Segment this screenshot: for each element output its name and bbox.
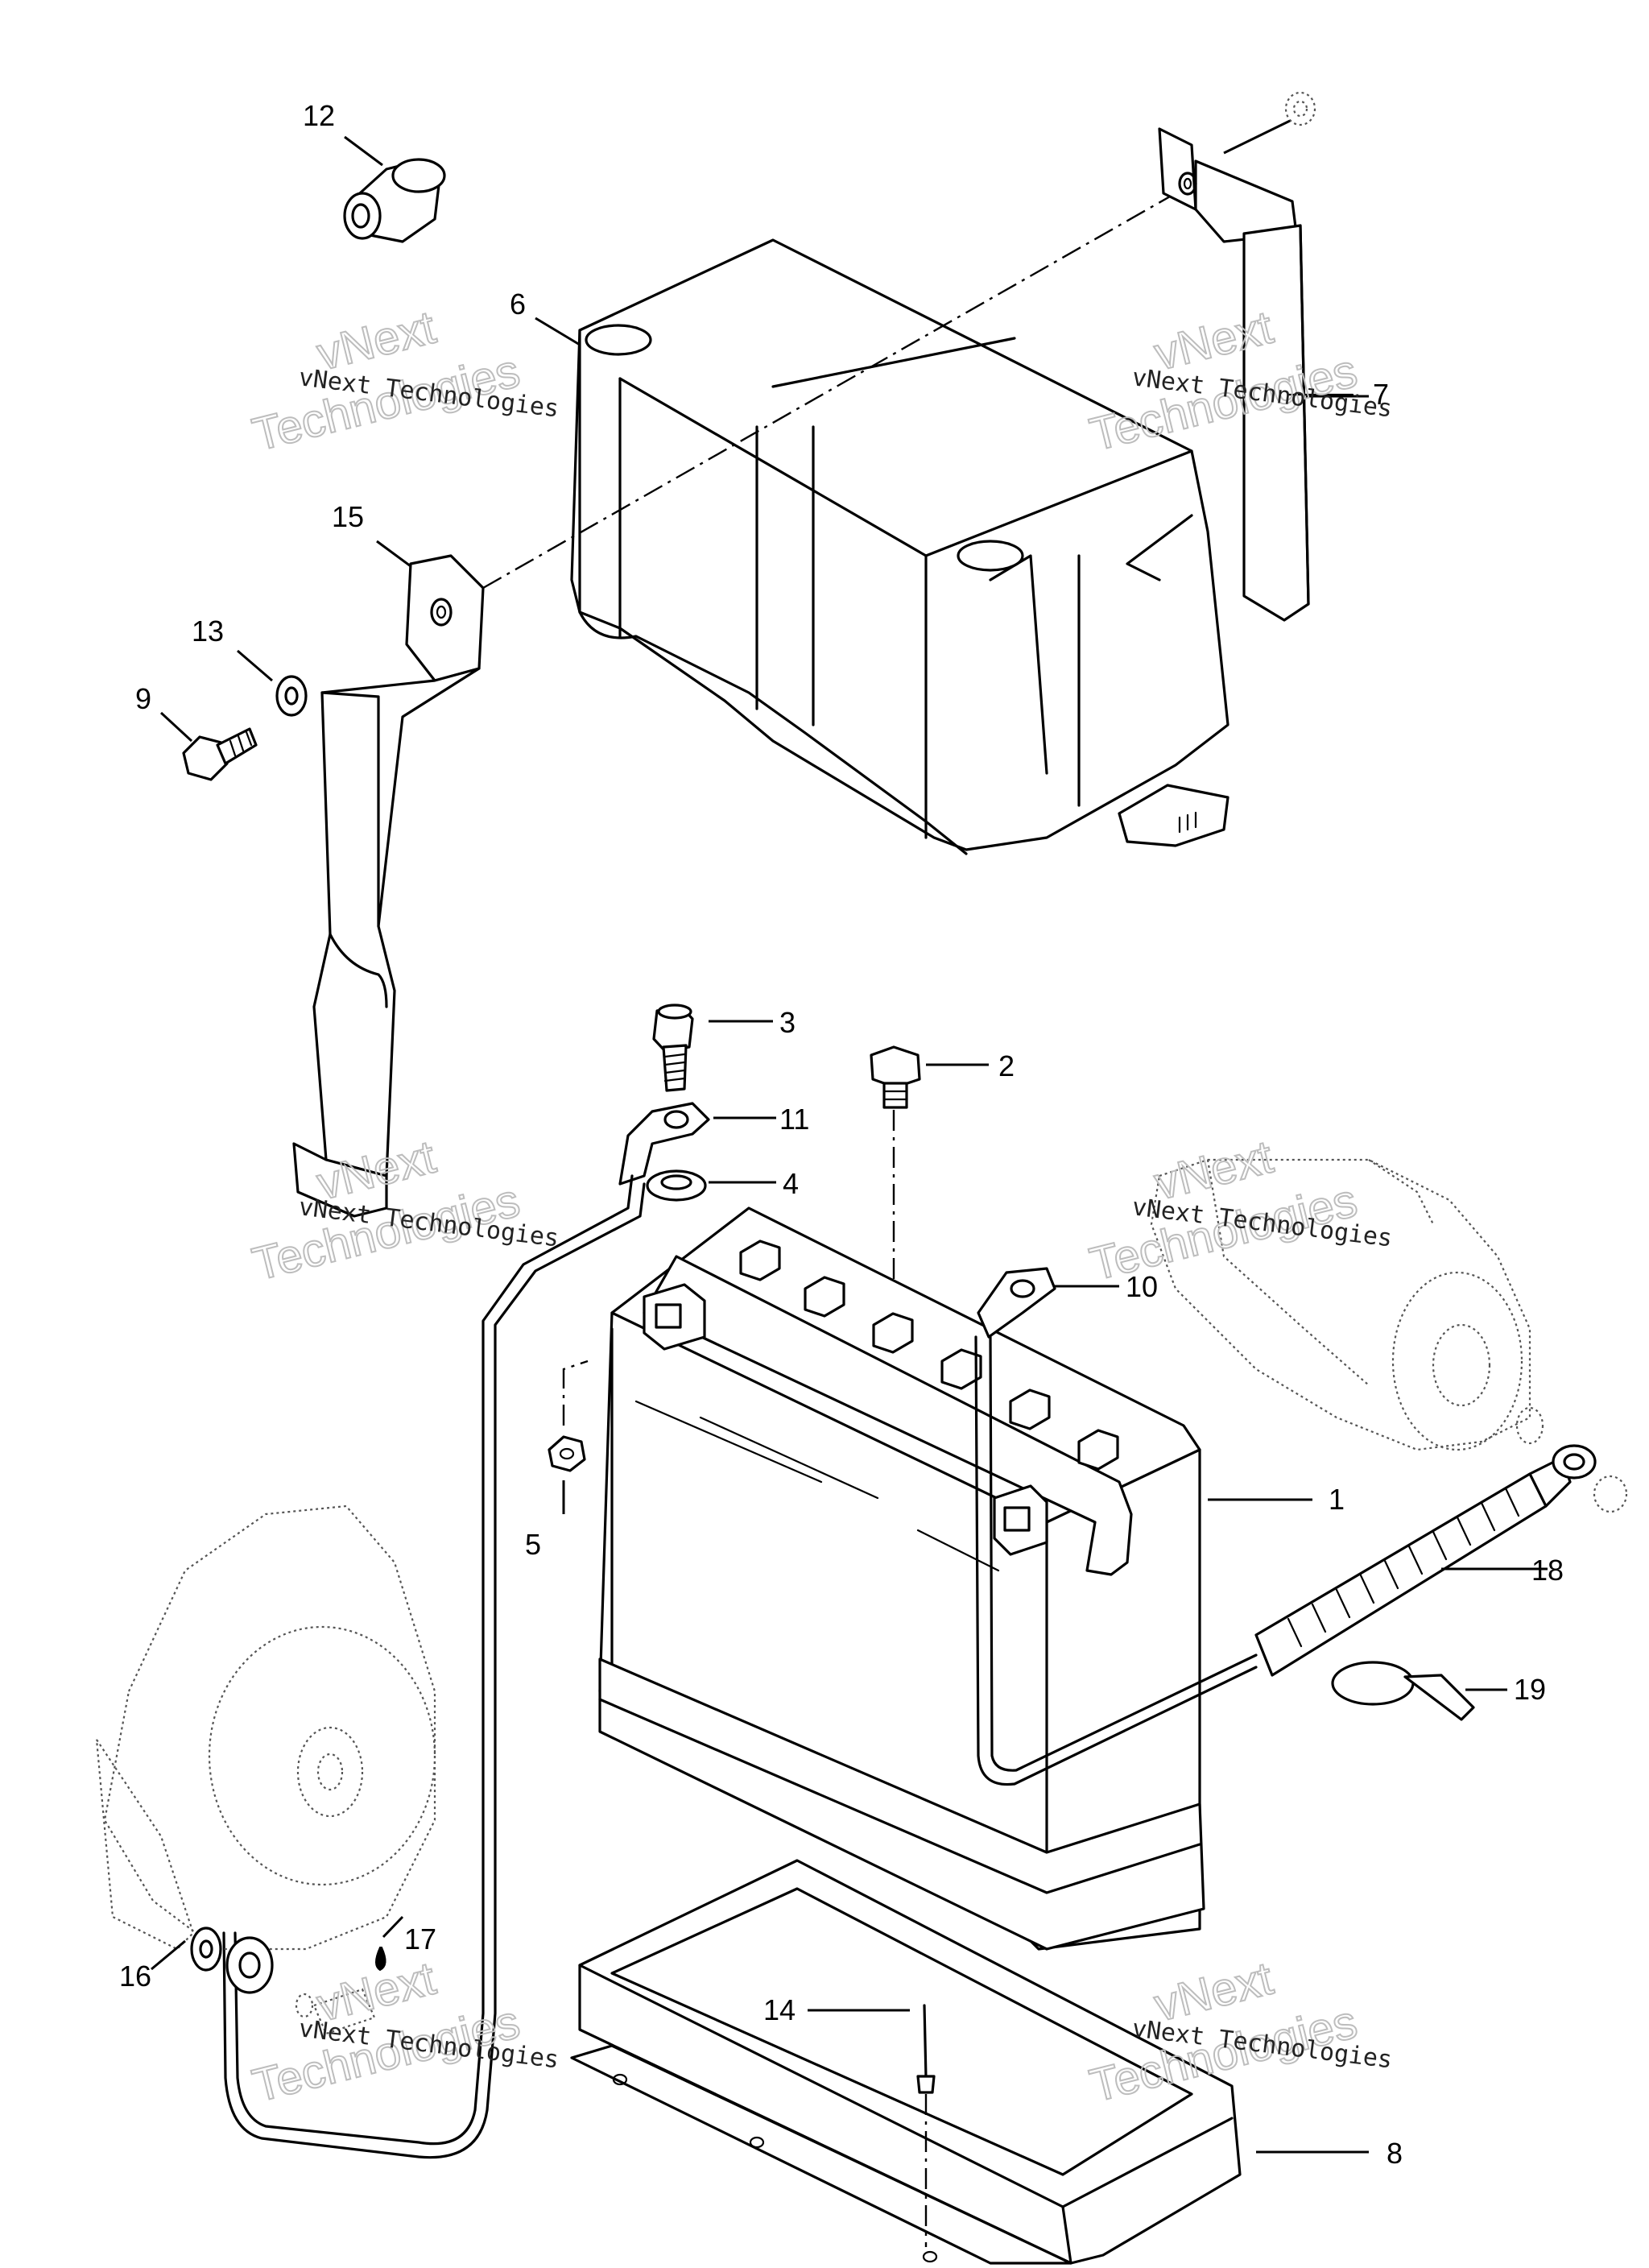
drain-pin-part-14 [916,2004,936,2247]
battery-cover-part [570,238,1230,855]
callout-labels: 12 6 15 13 9 7 3 2 11 4 10 5 1 18 19 17 … [119,99,1564,2170]
callout-18: 18 [1531,1554,1564,1587]
rear-bracket-part [1158,91,1354,622]
nut-assembly-line [562,1360,589,1426]
cable-sleeve-part-18 [1254,1444,1597,1677]
callout-16: 16 [119,1960,151,1993]
watermark-bottom-right: vNext Technologies vNext Technologies [1084,1951,1394,2113]
callout-13: 13 [192,615,224,648]
callout-14: 14 [763,1993,796,2026]
leader-lines [151,119,1548,2154]
callout-15: 15 [332,500,364,533]
flywheel-housing-reference [95,1504,436,1951]
callout-19: 19 [1514,1673,1546,1706]
callout-1: 1 [1329,1483,1345,1516]
washer-part-13 [275,675,308,717]
nut-part-5 [548,1435,586,1472]
vent-plug-part-2 [870,1045,921,1109]
assembly-line [482,192,1176,590]
ground-cable [234,1174,634,2146]
callout-11: 11 [779,1103,809,1136]
watermark-top-right: vNext Technologies vNext Technologies [1084,300,1394,462]
bolt-part-9 [182,727,258,781]
callout-7: 7 [1373,378,1389,411]
callout-5: 5 [525,1528,541,1561]
starter-motor-reference [1150,1158,1628,1513]
washer-part-16 [190,1927,222,1972]
cell-cap-row [739,1240,1119,1471]
callout-10: 10 [1126,1270,1158,1303]
ground-terminal [225,1936,274,1994]
callout-4: 4 [783,1167,799,1200]
positive-cable-part-10 [974,1267,1258,1786]
watermark-top-left: vNext Technologies vNext Technologies [246,300,560,462]
callout-9: 9 [135,682,151,715]
battery-tray-part-8 [570,1859,1242,2265]
ring-terminal-part-11 [618,1102,710,1186]
callout-17: 17 [404,1922,436,1956]
callout-8: 8 [1387,2137,1403,2170]
cable-tie-part-19 [1331,1661,1475,1721]
vent-elbow-part [343,158,446,243]
battery-part-1 [598,1206,1205,1951]
screw-part-3 [652,1004,694,1092]
callout-12: 12 [303,99,335,132]
front-bracket-part [292,554,485,1218]
screw-part-17 [295,1947,386,2035]
grommet-part-4 [646,1169,707,1202]
callout-6: 6 [510,288,526,321]
watermark-bottom-left: vNext Technologies vNext Technologies [246,1951,560,2113]
callout-3: 3 [779,1006,796,1039]
watermark-mid-right: vNext Technologies vNext Technologies [1084,1130,1394,1292]
callout-2: 2 [998,1049,1015,1082]
